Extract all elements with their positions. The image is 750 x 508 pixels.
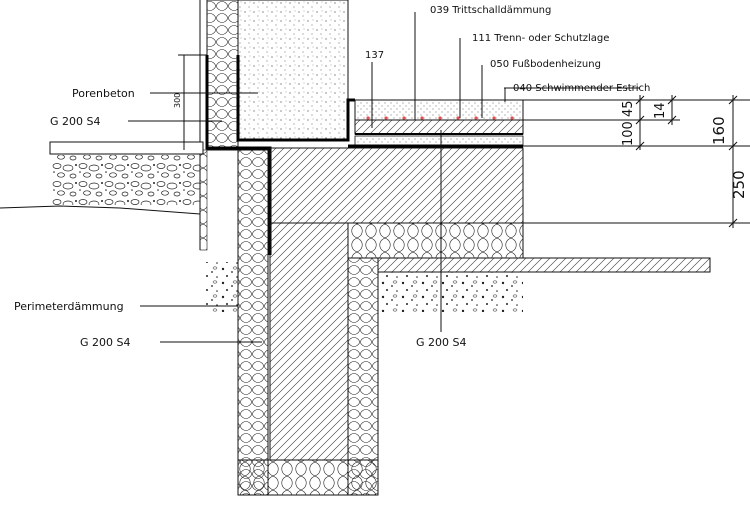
label-050: 050 Fußbodenheizung <box>490 59 601 70</box>
outer-render-strip <box>199 149 208 251</box>
concrete-slab <box>269 147 524 224</box>
dim-250: 250 <box>730 170 748 199</box>
label-040: 040 Schwimmender Estrich <box>513 83 650 94</box>
label-g200s4-top: G 200 S4 <box>50 115 101 128</box>
label-perimeterdaemmung: Perimeterdämmung <box>14 300 124 313</box>
porenbeton-wall <box>237 0 349 141</box>
insulation-under-slab <box>347 222 524 259</box>
foundation-wall <box>269 222 349 461</box>
label-111: 111 Trenn- oder Schutzlage <box>472 33 609 44</box>
waterproofing-inner <box>236 55 355 142</box>
heating-pipes <box>366 116 514 120</box>
label-g200s4-left: G 200 S4 <box>80 336 131 349</box>
paving-slab <box>49 141 204 155</box>
soil-left <box>205 262 238 312</box>
label-porenbeton: Porenbeton <box>72 87 135 100</box>
leader-lines <box>128 12 640 343</box>
perimeter-insulation-left <box>237 149 269 496</box>
label-137: 137 <box>365 50 384 61</box>
impact-insulation-layer <box>354 119 524 135</box>
gravel-bed <box>52 155 200 205</box>
upper-wall-insulation <box>206 0 239 151</box>
label-039: 039 Trittschalldämmung <box>430 5 551 16</box>
insulation-inner-vertical <box>347 257 379 496</box>
ground-line <box>0 205 201 215</box>
dim-300: 300 <box>173 93 182 108</box>
dim-160: 160 <box>710 116 728 145</box>
slab-extension <box>377 257 711 273</box>
soil-right <box>378 272 523 312</box>
insulation-bottom <box>237 459 379 496</box>
dim-14: 14 <box>653 102 668 119</box>
label-g200s4-right: G 200 S4 <box>416 336 467 349</box>
dim-100: 100 <box>621 121 636 146</box>
dim-45: 45 <box>621 100 636 117</box>
dimension-lines <box>178 54 750 228</box>
